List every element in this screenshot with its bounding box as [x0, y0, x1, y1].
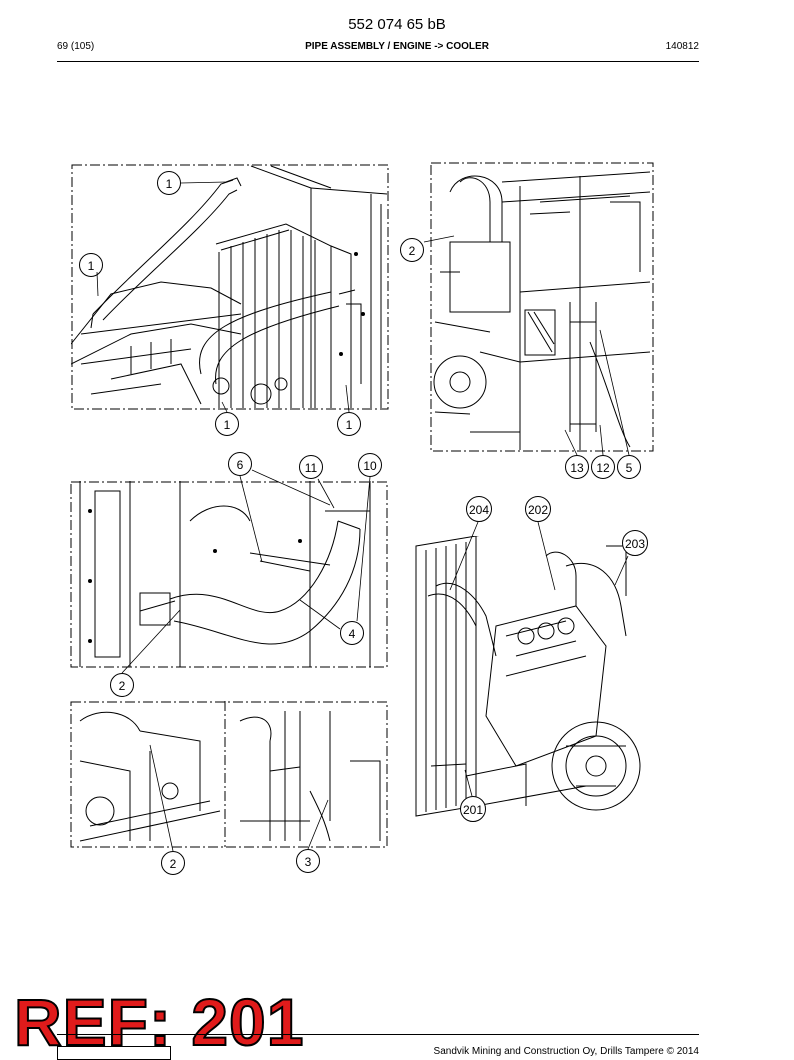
document-date: 140812 [665, 41, 699, 52]
callout-p3-d: 4 [340, 621, 364, 645]
drawing-bottom-left [70, 701, 388, 848]
drawing-top-right [430, 162, 654, 452]
callout-p3-e: 2 [110, 673, 134, 697]
footer-divider [57, 1034, 699, 1035]
drawing-panel-engine-assembly [406, 536, 646, 826]
callout-p2-d: 5 [617, 455, 641, 479]
callout-p2-a: 2 [400, 238, 424, 262]
document-number: 552 074 65 bB [348, 16, 446, 33]
callout-p4-b: 3 [296, 849, 320, 873]
callout-p5-a: 204 [466, 496, 492, 522]
drawing-engine-assembly [406, 536, 646, 826]
page-title: PIPE ASSEMBLY / ENGINE -> COOLER [305, 41, 489, 52]
header-divider [57, 61, 699, 62]
page-indicator: 69 (105) [57, 41, 95, 52]
reference-stamp: REF: 201 [13, 984, 305, 1060]
callout-p2-c: 12 [591, 455, 615, 479]
callout-p5-c: 203 [622, 530, 648, 556]
drawing-panel-top-left [71, 164, 389, 410]
callout-p1-d: 1 [337, 412, 361, 436]
drawing-panel-top-right [430, 162, 654, 452]
drawing-panel-bottom-left [70, 701, 388, 848]
callout-p1-c: 1 [215, 412, 239, 436]
callout-p2-b: 13 [565, 455, 589, 479]
sandvik-logo-icon [57, 1046, 171, 1060]
callout-p3-a: 6 [228, 452, 252, 476]
drawing-panel-middle-left [70, 481, 388, 668]
callout-p1-b: 1 [79, 253, 103, 277]
callout-p3-c: 10 [358, 453, 382, 477]
callout-p5-d: 201 [460, 796, 486, 822]
drawing-top-left [71, 164, 389, 410]
callout-p5-b: 202 [525, 496, 551, 522]
callout-p1-a: 1 [157, 171, 181, 195]
footer-copyright: Sandvik Mining and Construction Oy, Dril… [433, 1046, 699, 1057]
drawing-middle-left [70, 481, 388, 668]
callout-p4-a: 2 [161, 851, 185, 875]
callout-p3-b: 11 [299, 455, 323, 479]
